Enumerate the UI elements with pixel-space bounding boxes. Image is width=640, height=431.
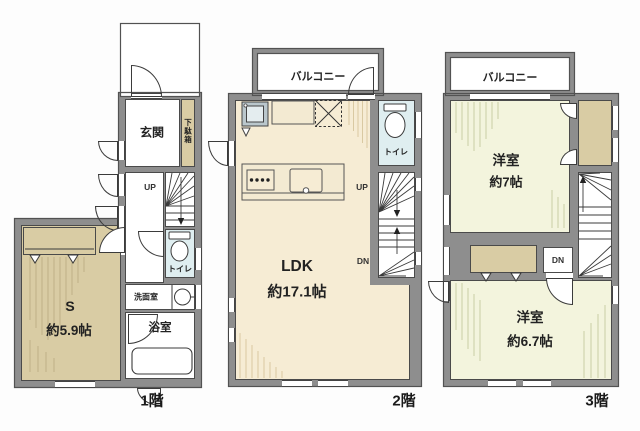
window-marker	[318, 380, 348, 387]
label-ldk-name: LDK	[281, 258, 313, 275]
label-toilet-2f: トイレ	[384, 147, 408, 157]
label-up-2f: UP	[356, 182, 368, 192]
door-gap	[228, 141, 235, 166]
label-ldk-size: 約17.1帖	[267, 283, 327, 301]
floor-label-3f: 3階	[585, 392, 609, 410]
sliding-door-3f	[470, 93, 550, 100]
window-marker	[282, 380, 312, 387]
label-toilet-1f: トイレ	[168, 264, 192, 274]
window-marker	[443, 195, 450, 225]
door-arc	[98, 174, 118, 197]
label-bedroom2-size: 約6.7帖	[507, 334, 553, 349]
label-dn-2f: DN	[356, 256, 370, 266]
floor-label-2f: 2階	[392, 392, 416, 410]
window-marker	[415, 112, 422, 138]
window-marker	[195, 285, 202, 309]
window-marker	[612, 138, 619, 162]
window-marker	[415, 178, 422, 191]
door-arc	[98, 141, 118, 161]
closet-3f-mid	[470, 245, 537, 273]
window-marker	[195, 248, 202, 270]
window-marker	[612, 286, 619, 304]
door-arc-exterior-2f	[208, 141, 228, 166]
window-marker	[228, 298, 235, 312]
label-balcony-2f: バルコニー	[290, 71, 346, 83]
window-marker	[612, 106, 619, 130]
door-gap	[118, 206, 125, 230]
label-washroom: 洗面室	[134, 292, 158, 302]
window-marker	[488, 380, 516, 387]
closet-1f	[23, 227, 96, 255]
door-arc-exterior-3f	[428, 281, 449, 303]
label-bedroom1-size: 約7帖	[489, 174, 523, 190]
label-storage-size: 約5.9帖	[46, 323, 92, 338]
stairs-2f	[378, 172, 415, 278]
door-gap	[118, 141, 125, 160]
label-shoe-cabinet: 下駄箱	[183, 118, 193, 144]
window-marker	[443, 247, 450, 275]
sliding-door-2f	[262, 93, 346, 100]
label-genkan: 玄関	[139, 125, 165, 140]
label-bathroom: 浴室	[148, 322, 172, 334]
floor-label-1f: 1階	[140, 392, 164, 410]
label-bedroom2-name: 洋室	[516, 310, 544, 325]
window-marker	[55, 381, 95, 388]
stairs-1f	[165, 172, 195, 227]
door-gap	[546, 273, 573, 280]
label-balcony-3f: バルコニー	[482, 72, 538, 84]
label-dn-3f: DN	[551, 255, 565, 265]
label-bedroom1-name: 洋室	[492, 153, 520, 168]
window-marker	[523, 380, 551, 387]
label-up-1f: UP	[144, 182, 156, 192]
stairs-3f	[578, 172, 612, 278]
door-gap	[118, 174, 125, 196]
window-marker	[228, 328, 235, 342]
window-marker	[415, 252, 422, 265]
closet-3f-upper	[578, 100, 612, 166]
label-storage-name: S	[65, 298, 75, 314]
